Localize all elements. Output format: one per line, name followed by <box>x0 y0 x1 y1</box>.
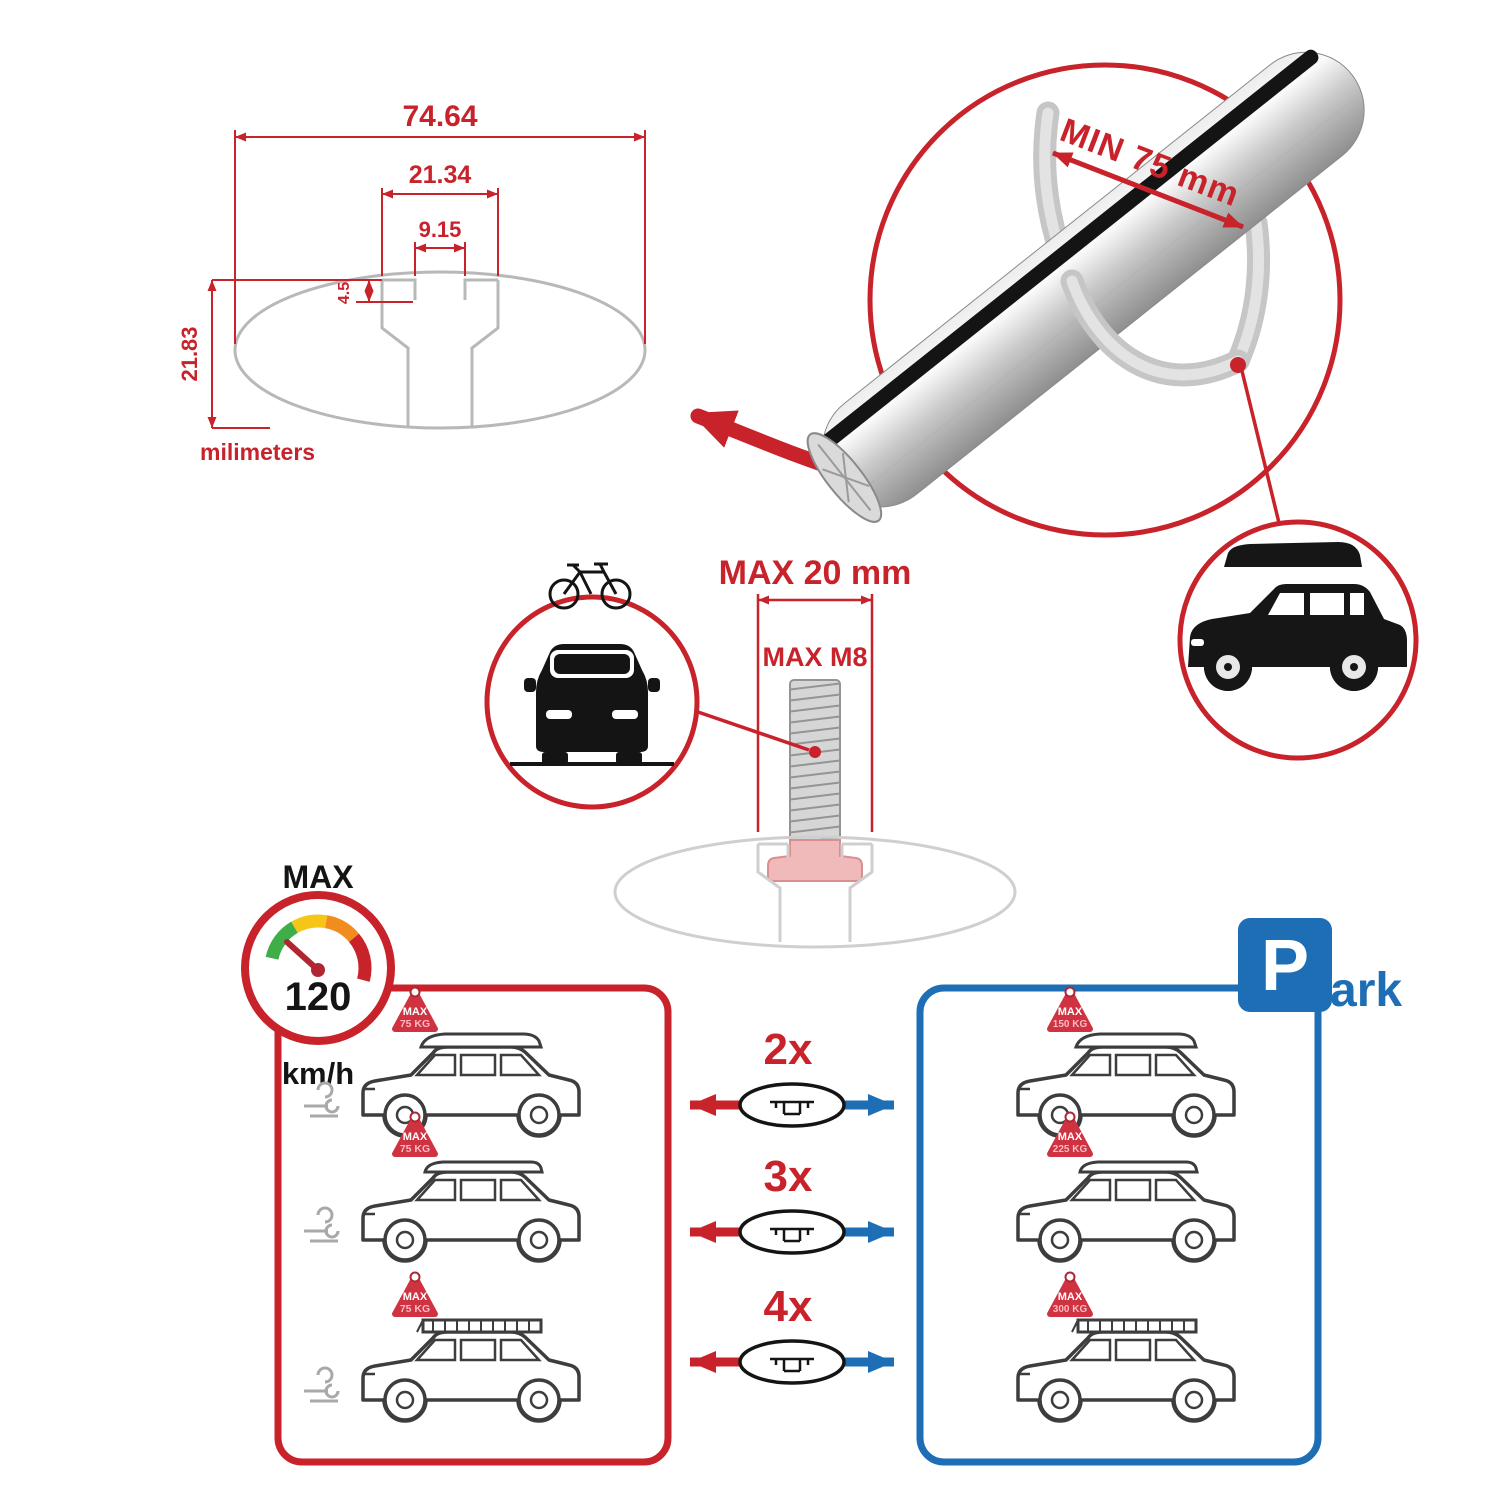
parking-sign-suffix: ark <box>1330 964 1402 1017</box>
bolt-dimension-lines <box>756 594 874 832</box>
motion-lines <box>304 1206 340 1243</box>
bar-cross-section-icon <box>738 1209 846 1255</box>
suv-with-roofbox-icon <box>1188 542 1407 691</box>
bolt-max-thread-label: MAX M8 <box>762 642 867 672</box>
callout-leader <box>1240 370 1282 528</box>
bar-count-label: 3x <box>764 1152 813 1201</box>
load-badge: MAX 300 KG <box>1047 1271 1093 1317</box>
bar-count-label: 4x <box>764 1282 813 1331</box>
dim-channel-opening: 9.15 <box>419 217 462 242</box>
svg-text:75 KG: 75 KG <box>400 1018 430 1030</box>
parked-car-row: MAX 225 KG <box>1016 1111 1236 1263</box>
bolt-callout-leader <box>697 710 810 752</box>
bar-count-label: 2x <box>764 1025 813 1074</box>
svg-text:MAX: MAX <box>1058 1291 1083 1303</box>
roof-box-low <box>423 1160 544 1174</box>
profile-dimension-diagram: 74.64 21.34 9.15 4.5 21.83 milimeters <box>177 100 647 465</box>
roof-basket <box>416 1318 543 1334</box>
svg-text:MAX: MAX <box>1058 1131 1083 1143</box>
t-bolt-head-icon <box>767 839 863 882</box>
roof-box <box>1073 1032 1199 1049</box>
threaded-bolt-icon <box>789 679 841 841</box>
load-badge: MAX 75 KG <box>392 986 438 1032</box>
load-badge: MAX 225 KG <box>1047 1111 1093 1157</box>
svg-text:75 KG: 75 KG <box>400 1143 430 1155</box>
svg-text:225 KG: 225 KG <box>1053 1144 1088 1155</box>
driving-car-row: MAX 75 KG <box>304 1111 581 1263</box>
dim-lip-depth: 4.5 <box>336 282 353 304</box>
car-front-icon <box>510 644 674 766</box>
bar-count-row: 3x <box>690 1152 894 1255</box>
parking-sign: P ark <box>1238 918 1402 1017</box>
bar-count-row: 4x <box>690 1282 894 1385</box>
dim-width: 74.64 <box>402 100 477 133</box>
svg-text:150 KG: 150 KG <box>1053 1019 1088 1030</box>
roof-box-low <box>1078 1160 1199 1174</box>
dim-unit-label: milimeters <box>200 439 315 465</box>
svg-text:300 KG: 300 KG <box>1053 1304 1088 1315</box>
svg-text:75 KG: 75 KG <box>400 1303 430 1315</box>
driving-car-row: MAX 75 KG <box>304 1271 581 1423</box>
svg-text:MAX: MAX <box>403 1291 428 1303</box>
dim-channel-outer: 21.34 <box>409 161 472 189</box>
bar-cross-section-icon <box>738 1339 846 1385</box>
speed-max-label: MAX <box>282 859 354 895</box>
callout-dot <box>1230 357 1246 373</box>
load-badge: MAX 75 KG <box>392 1111 438 1157</box>
faint-profile-outline <box>613 835 1017 949</box>
parked-car-row: MAX 300 KG <box>1016 1271 1236 1423</box>
parking-sign-letter: P <box>1261 926 1309 1006</box>
bolt-callout-dot <box>809 746 821 758</box>
bar-count-row: 2x <box>690 1025 894 1128</box>
bolt-max-width-label: MAX 20 mm <box>719 554 912 592</box>
bolt-detail-section: MAX 20 mm MAX M8 <box>484 554 1017 949</box>
load-panels-section: MAX 120 km/h P ark <box>241 859 1402 1466</box>
load-badge: MAX 75 KG <box>392 1271 438 1317</box>
svg-text:MAX: MAX <box>403 1131 428 1143</box>
motion-lines <box>304 1081 340 1118</box>
dimension-lines <box>207 130 646 429</box>
roof-basket <box>1071 1318 1198 1334</box>
motion-lines <box>304 1366 340 1403</box>
svg-text:MAX: MAX <box>403 1006 428 1018</box>
speedometer-icon: 120 <box>241 891 395 1045</box>
parked-car-row: MAX 150 KG <box>1016 986 1236 1138</box>
dim-height: 21.83 <box>177 326 202 381</box>
driving-car-row: MAX 75 KG <box>304 986 581 1138</box>
load-badge: MAX 150 KG <box>1047 986 1093 1032</box>
min-span-arrow <box>1052 150 1244 230</box>
bar-cross-section-icon <box>738 1082 846 1128</box>
crossbar-detail-section: MIN 75 mm <box>806 49 1419 761</box>
bicycle-icon <box>548 562 632 610</box>
bar-profile-outline <box>233 270 647 430</box>
speed-value: 120 <box>285 975 352 1019</box>
roof-box <box>418 1032 544 1049</box>
t-slot-groove <box>821 49 1319 448</box>
svg-text:MAX: MAX <box>1058 1006 1083 1018</box>
